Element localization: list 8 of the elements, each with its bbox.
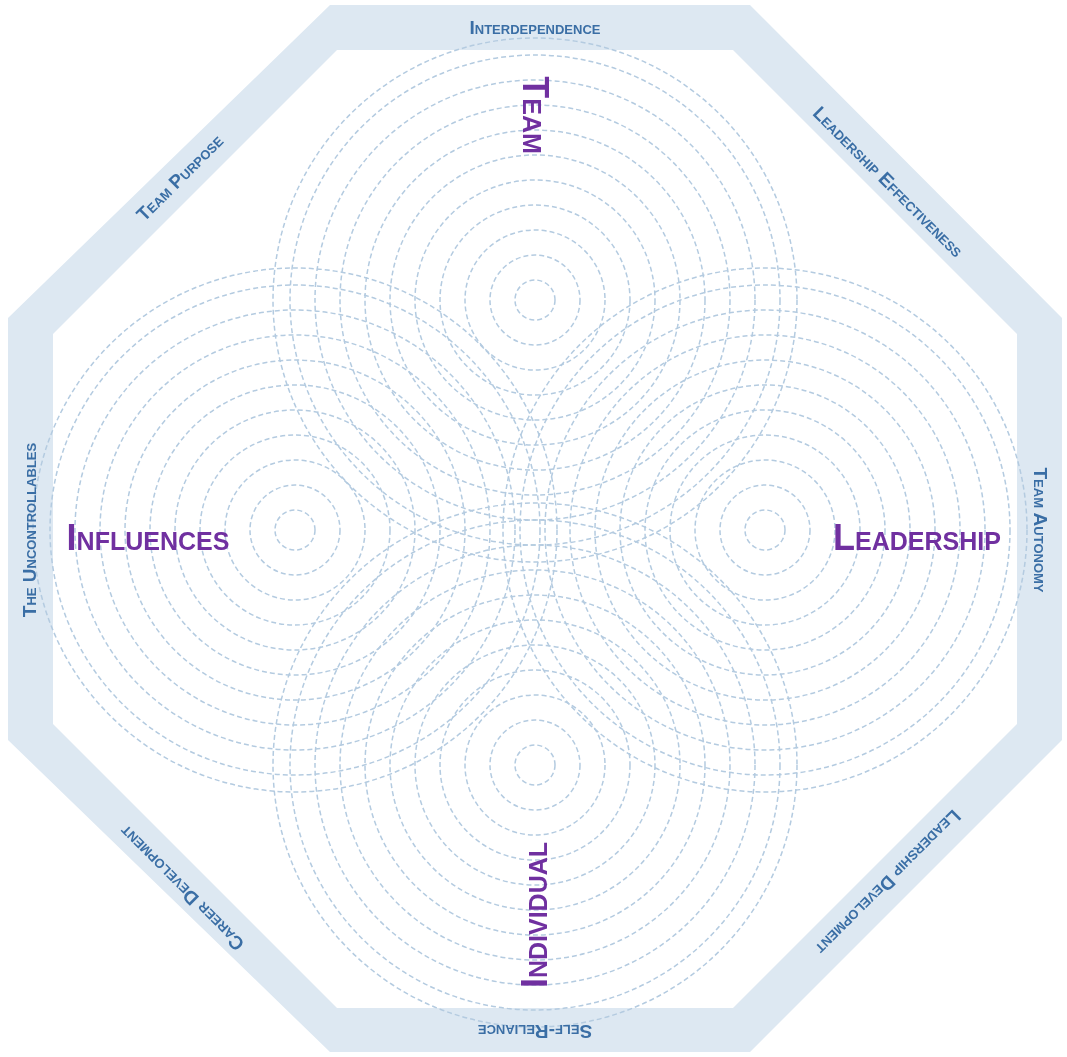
circle-label: Team (514, 76, 556, 154)
side-label: Interdependence (469, 17, 601, 39)
circle-label: Leadership (833, 517, 1001, 559)
side-label: Self-Reliance (477, 1020, 593, 1042)
circle-label: Individual (514, 841, 556, 989)
side-label: Team Autonomy (1029, 467, 1051, 593)
circle-label: Influences (66, 517, 230, 559)
side-label: The Uncontrollables (19, 442, 41, 618)
